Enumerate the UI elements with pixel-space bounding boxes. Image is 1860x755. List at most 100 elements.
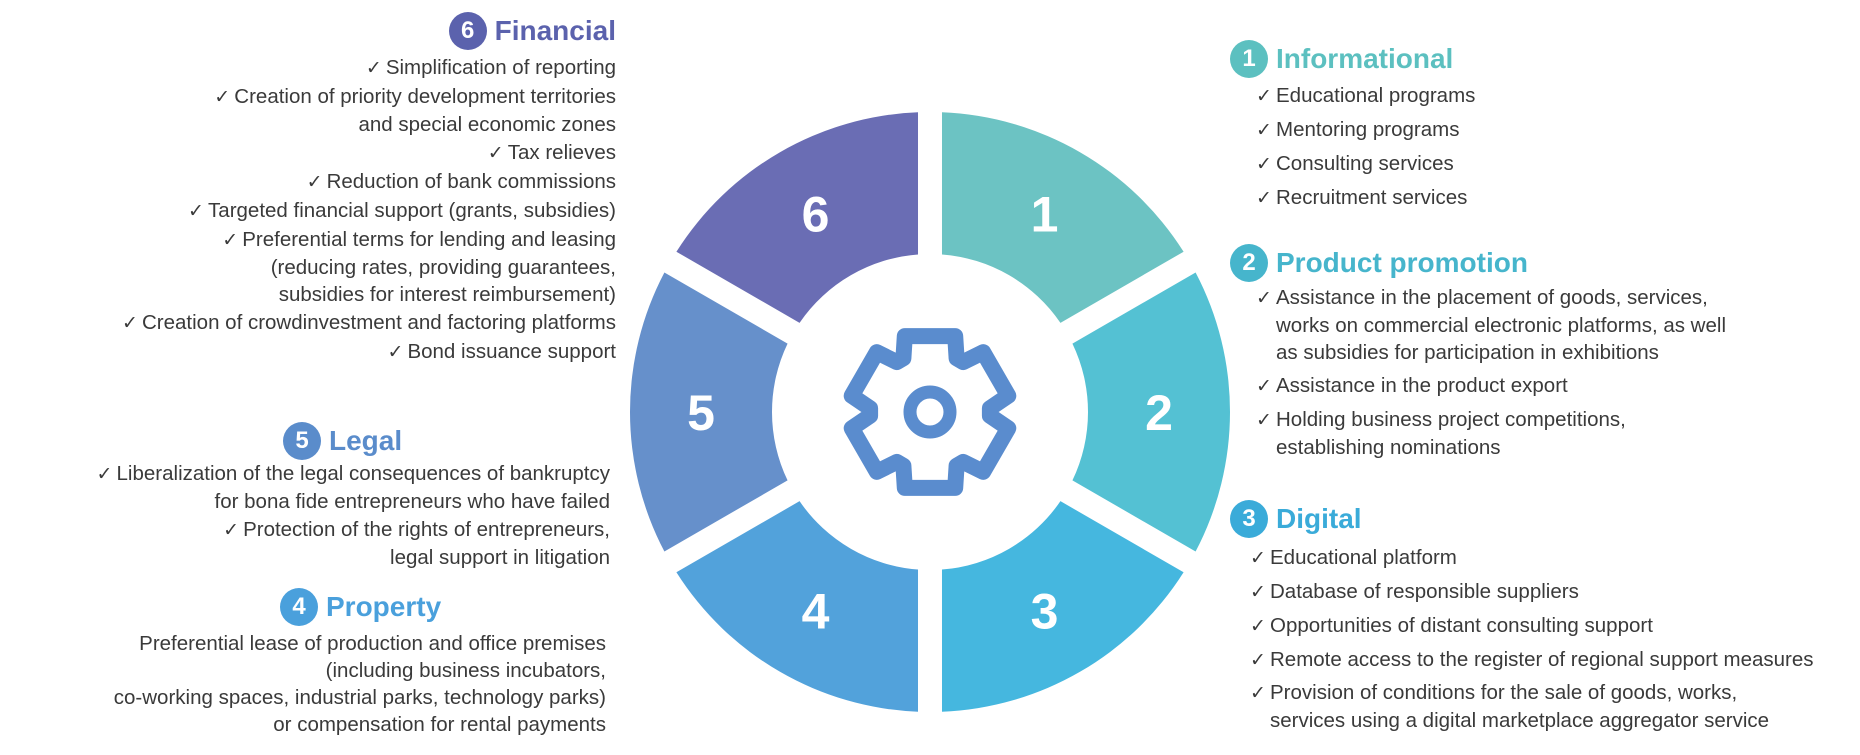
property-line: (including business incubators,: [325, 659, 606, 682]
checkmark-icon: ✓: [214, 87, 231, 108]
wheel-segment-1: [941, 112, 1184, 323]
checkmark-icon: ✓: [487, 143, 504, 164]
legal-header: 5 Legal: [283, 422, 610, 460]
financial-title: Financial: [494, 15, 616, 46]
product-list-item: ✓Assistance in the product export: [1256, 372, 1850, 400]
digital-item-text: ✓Remote access to the register of region…: [1250, 644, 1855, 677]
legal-badge: 5: [283, 422, 321, 460]
property-title: Property: [326, 591, 442, 622]
digital-list-item: ✓Remote access to the register of region…: [1250, 644, 1855, 677]
product-list-item: ✓Assistance in the placement of goods, s…: [1256, 284, 1850, 366]
digital-list-item: ✓Educational platform: [1250, 542, 1855, 575]
checkmark-icon: ✓: [306, 172, 323, 193]
financial-item-text: ✓Creation of priority development territ…: [60, 83, 616, 111]
financial-list-item: ✓Creation of priority development territ…: [60, 83, 616, 138]
financial-item-text: ✓Preferential terms for lending and leas…: [60, 226, 616, 254]
property-line: co-working spaces, industrial parks, tec…: [113, 686, 606, 709]
property-text: Preferential lease of production and off…: [40, 630, 606, 738]
wheel-segment-label: 1: [1031, 187, 1059, 243]
legal-section: 5 Legal ✓Liberalization of the legal con…: [40, 422, 610, 572]
digital-section: 3 Digital ✓Educational platform✓Database…: [1230, 500, 1855, 735]
product-list: ✓Assistance in the placement of goods, s…: [1256, 284, 1850, 461]
financial-badge: 6: [448, 12, 487, 50]
legal-list-item: ✓Liberalization of the legal consequence…: [40, 460, 610, 515]
financial-item-text: ✓Reduction of bank commissions: [60, 168, 616, 196]
property-line: or compensation for rental payments: [273, 713, 606, 736]
financial-list: ✓Simplification of reporting✓Creation of…: [60, 54, 616, 366]
wheel-segment-label: 4: [802, 583, 830, 639]
digital-list: ✓Educational platform✓Database of respon…: [1250, 542, 1855, 734]
informational-header: 1 Informational: [1230, 40, 1830, 78]
financial-item-text: ✓Simplification of reporting: [60, 54, 616, 82]
legal-title: Legal: [329, 425, 403, 456]
financial-list-item: ✓Creation of crowdinvestment and factori…: [60, 309, 616, 337]
informational-list-item: ✓Educational programs: [1256, 80, 1830, 113]
legal-item-text: for bona fide entrepreneurs who have fai…: [214, 490, 610, 513]
checkmark-icon: ✓: [1256, 120, 1272, 141]
financial-item-text: ✓Bond issuance support: [60, 338, 616, 366]
checkmark-icon: ✓: [1250, 683, 1266, 704]
checkmark-icon: ✓: [365, 58, 382, 79]
digital-item-text: ✓Opportunities of distant consulting sup…: [1250, 610, 1855, 643]
financial-list-item: ✓Simplification of reporting: [60, 54, 616, 82]
informational-item-text: ✓Recruitment services: [1256, 182, 1830, 215]
legal-item-text: legal support in litigation: [390, 546, 610, 569]
financial-item-text: subsidies for interest reimbursement): [278, 283, 616, 306]
checkmark-icon: ✓: [222, 230, 239, 251]
financial-item-text: ✓Targeted financial support (grants, sub…: [60, 197, 616, 225]
digital-item-text: services using a digital marketplace agg…: [1270, 709, 1770, 732]
financial-item-text: ✓Tax relieves: [60, 139, 616, 167]
checkmark-icon: ✓: [1256, 288, 1272, 309]
gear-hub: [903, 385, 957, 439]
financial-item-text: ✓Creation of crowdinvestment and factori…: [60, 309, 616, 337]
digital-list-item: ✓Database of responsible suppliers: [1250, 576, 1855, 609]
checkmark-icon: ✓: [223, 520, 239, 541]
digital-header: 3 Digital: [1230, 500, 1855, 538]
gear-outline: [843, 328, 1017, 496]
checkmark-icon: ✓: [1250, 616, 1266, 637]
digital-item-text: ✓Database of responsible suppliers: [1250, 576, 1855, 609]
financial-list-item: ✓Tax relieves: [60, 139, 616, 167]
checkmark-icon: ✓: [188, 201, 204, 222]
checkmark-icon: ✓: [1256, 410, 1272, 431]
product-title: Product promotion: [1276, 247, 1528, 278]
financial-section: 6 Financial ✓Simplification of reporting…: [60, 12, 616, 367]
checkmark-icon: ✓: [1250, 548, 1266, 569]
digital-badge: 3: [1230, 500, 1268, 538]
checkmark-icon: ✓: [121, 313, 138, 334]
informational-item-text: ✓Consulting services: [1256, 148, 1830, 181]
financial-header: 6 Financial: [60, 12, 616, 50]
checkmark-icon: ✓: [387, 342, 404, 363]
checkmark-icon: ✓: [96, 464, 113, 485]
digital-list-item: ✓Provision of conditions for the sale of…: [1250, 679, 1855, 734]
product-list-item: ✓Holding business project competitions,e…: [1256, 406, 1850, 461]
property-badge: 4: [280, 588, 318, 626]
wheel-segment-6: [676, 112, 919, 323]
property-section: 4 Property Preferential lease of product…: [40, 588, 606, 738]
digital-item-text: ✓Provision of conditions for the sale of…: [1250, 679, 1855, 707]
informational-section: 1 Informational ✓Educational programs✓Me…: [1230, 40, 1830, 216]
legal-list-item: ✓Protection of the rights of entrepreneu…: [40, 516, 610, 571]
financial-list-item: ✓Preferential terms for lending and leas…: [60, 226, 616, 308]
wheel-segment-2: [1072, 272, 1230, 552]
financial-item-text: and special economic zones: [358, 113, 616, 136]
product-item-text: establishing nominations: [1276, 436, 1501, 459]
informational-item-text: ✓Educational programs: [1256, 80, 1830, 113]
checkmark-icon: ✓: [1256, 86, 1272, 107]
product-badge: 2: [1230, 244, 1268, 282]
financial-list-item: ✓Targeted financial support (grants, sub…: [60, 197, 616, 225]
checkmark-icon: ✓: [1256, 188, 1272, 209]
product-item-text: ✓Assistance in the product export: [1256, 372, 1850, 400]
financial-list-item: ✓Bond issuance support: [60, 338, 616, 366]
informational-list-item: ✓Consulting services: [1256, 148, 1830, 181]
wheel-segment-label: 3: [1031, 583, 1059, 639]
gear-icon: [843, 328, 1017, 496]
wheel-segment-4: [676, 501, 919, 712]
product-item-text: ✓Holding business project competitions,: [1256, 406, 1850, 434]
informational-badge: 1: [1230, 40, 1268, 78]
digital-title: Digital: [1276, 503, 1362, 534]
wheel-segment-3: [941, 501, 1184, 712]
digital-list-item: ✓Opportunities of distant consulting sup…: [1250, 610, 1855, 643]
product-section: 2 Product promotion ✓Assistance in the p…: [1230, 244, 1850, 467]
